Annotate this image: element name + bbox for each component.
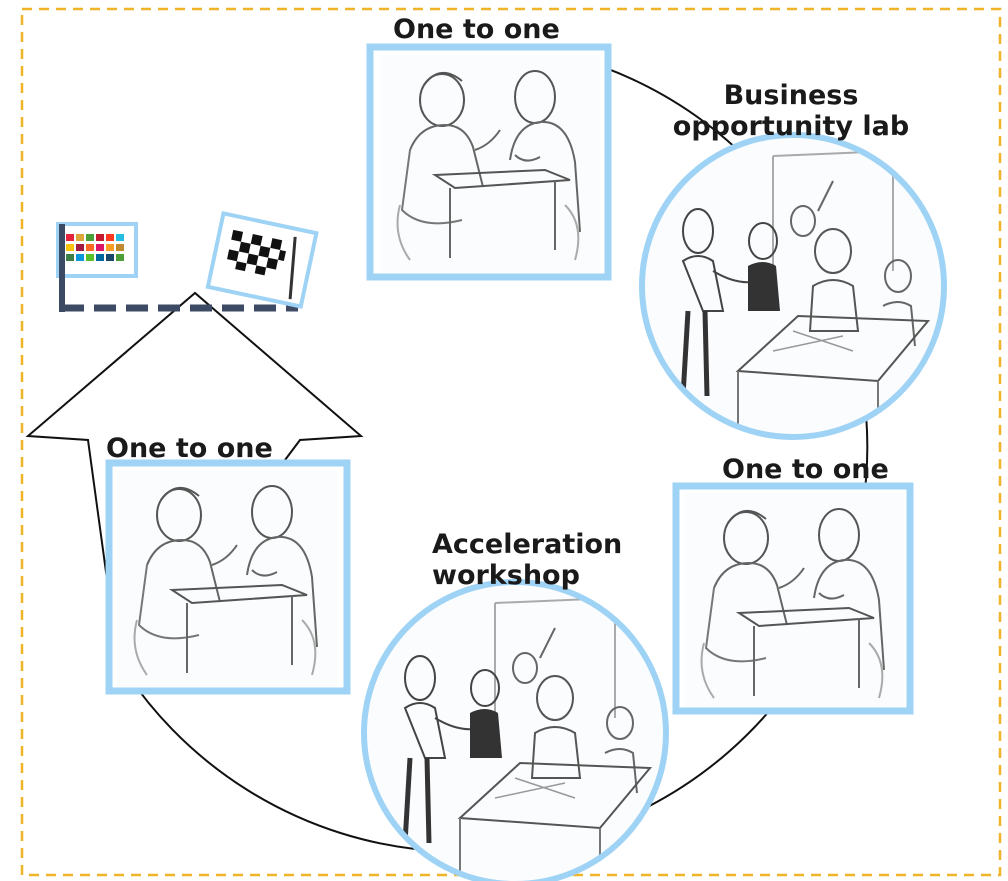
label-business-line1: Business bbox=[723, 80, 859, 111]
panel-top-one-to-one bbox=[366, 43, 612, 281]
label-acceleration-workshop: Acceleration workshop bbox=[432, 529, 622, 591]
label-business-opportunity-lab: Business opportunity lab bbox=[660, 80, 922, 142]
panel-acceleration-workshop bbox=[361, 579, 669, 881]
label-top-one-to-one: One to one bbox=[393, 14, 560, 45]
label-business-line2: opportunity lab bbox=[672, 111, 910, 142]
panel-left-one-to-one bbox=[105, 459, 351, 695]
label-left-one-to-one: One to one bbox=[106, 433, 273, 464]
panel-business-opportunity-lab bbox=[639, 132, 947, 440]
label-acceleration-line1: Acceleration bbox=[432, 529, 623, 560]
label-acceleration-line2: workshop bbox=[432, 560, 580, 591]
checkered-flag-icon bbox=[205, 211, 319, 309]
label-right-one-to-one: One to one bbox=[722, 454, 889, 485]
panel-right-one-to-one bbox=[672, 482, 914, 715]
sdg-flag-icon bbox=[56, 222, 138, 312]
